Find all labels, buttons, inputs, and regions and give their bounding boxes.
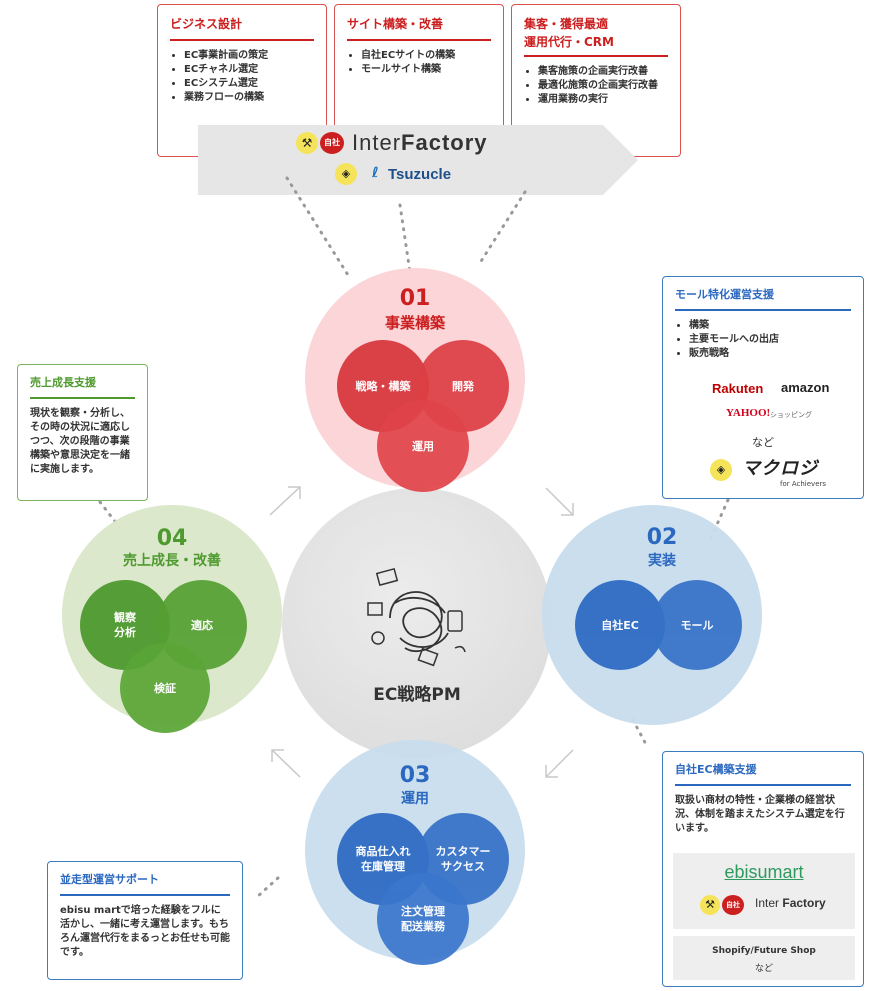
tools-icon: ⚒ [296,132,318,154]
list-item: 運用業務の実行 [538,93,668,107]
box-text: ebisu martで培った経験をフルに活かし、一緒に考え運営します。もちろん運… [60,905,230,958]
box-title: サイト構築・改善 [347,17,444,31]
center-circle [282,488,552,758]
item-list: EC事業計画の策定 ECチャネル選定 ECシステム選定 業務フローの構築 [170,49,314,105]
mall-bubble: モール [652,580,742,670]
box-title: 集客・獲得最適 [524,17,609,31]
shopify-panel [673,936,855,980]
item-list: 構築 主要モールへの出店 販売戦略 [675,319,851,361]
box-title: ビジネス設計 [170,17,243,31]
stage-03-title: 運用 [401,791,429,807]
divider [675,309,851,311]
box-text: 現状を観察・分析し、その時の状況に適応しつつ、次の段階の事業構築や意思決定を一緒… [30,408,130,475]
list-item: 自社ECサイトの構築 [361,49,491,63]
mall-support-box: モール特化運営支援 構築 主要モールへの出店 販売戦略 [662,276,864,499]
box-title: モール特化運営支援 [675,288,774,301]
yahoo-shopping-label: ショッピング [770,411,812,419]
interfactory-logo: InterFactory [352,130,488,156]
center-label: EC戦略PM [373,685,461,705]
tag-icon: ◈ [335,163,357,185]
stage-02-title: 実装 [648,553,676,569]
own-company-badge: 自社 [722,895,744,915]
box-title-line2: 運用代行・CRM [524,35,614,49]
stage-03-number: 03 [399,763,431,788]
shopify-label: Shopify/Future Shop [712,946,816,956]
list-item: EC事業計画の策定 [184,49,314,63]
yahoo-logo: YAHOO! [726,407,771,419]
stage-04-title: 売上成長・改善 [123,553,221,569]
rakuten-logo: Rakuten [712,381,764,396]
list-item: 販売戦略 [689,347,851,361]
list-item: 業務フローの構築 [184,91,314,105]
divider [675,784,851,786]
own-ec-bubble: 自社EC [575,580,665,670]
divider [30,397,135,399]
item-list: 集客施策の企画実行改善 最適化施策の企画実行改善 運用業務の実行 [524,65,668,107]
operation-bubble: 運用 [377,400,469,492]
box-title: 並走型運営サポート [60,873,159,886]
list-item: 主要モールへの出店 [689,333,851,347]
box-title: 売上成長支援 [30,376,96,389]
divider [60,894,230,896]
mall-etc-label: など [752,436,774,449]
brand-bold: Factory [401,130,488,155]
verify-bubble: 検証 [120,643,210,733]
tsuzucle-logo-mark: ℓ [372,165,379,181]
parallel-operation-box: 並走型運営サポート ebisu martで培った経験をフルに活かし、一緒に考え運… [47,861,243,980]
makuroji-tagline: for Achievers [780,480,827,488]
shopify-etc-label: など [754,964,773,974]
divider [170,39,314,41]
growth-support-box: 売上成長支援 現状を観察・分析し、その時の状況に適応しつつ、次の段階の事業構築や… [17,364,148,501]
tag-icon: ◈ [710,459,732,481]
divider [347,39,491,41]
brand-light: Inter [352,130,402,155]
order-shipping-bubble: 注文管理 配送業務 [377,873,469,965]
divider [524,55,668,57]
amazon-logo: amazon [781,380,830,395]
ebisumart-logo: ebisumart [724,862,804,882]
interfactory-logo-small: Inter Factory [755,896,826,910]
stage-01-title: 事業構築 [384,314,445,332]
list-item: 集客施策の企画実行改善 [538,65,668,79]
list-item: 最適化施策の企画実行改善 [538,79,668,93]
makuroji-logo: マクロジ [742,458,818,479]
brand-light: Inter [755,896,780,910]
own-company-badge: 自社 [320,132,344,154]
list-item: ECシステム選定 [184,77,314,91]
stage-01-number: 01 [399,286,431,311]
system-logo-panel [673,853,855,929]
box-title: 自社EC構築支援 [675,763,757,776]
tools-icon: ⚒ [700,895,720,915]
box-text: 取扱い商材の特性・企業様の経営状況、体制を踏まえたシステム選定を行います。 [675,795,845,834]
brand-bold: Factory [782,896,826,910]
tsuzucle-logo: Tsuzucle [388,166,452,183]
item-list: 自社ECサイトの構築 モールサイト構築 [347,49,491,77]
stage-04-number: 04 [156,526,188,551]
list-item: ECチャネル選定 [184,63,314,77]
list-item: モールサイト構築 [361,63,491,77]
strategy-knot-illustration [367,567,466,667]
list-item: 構築 [689,319,851,333]
stage-02-number: 02 [646,525,678,550]
